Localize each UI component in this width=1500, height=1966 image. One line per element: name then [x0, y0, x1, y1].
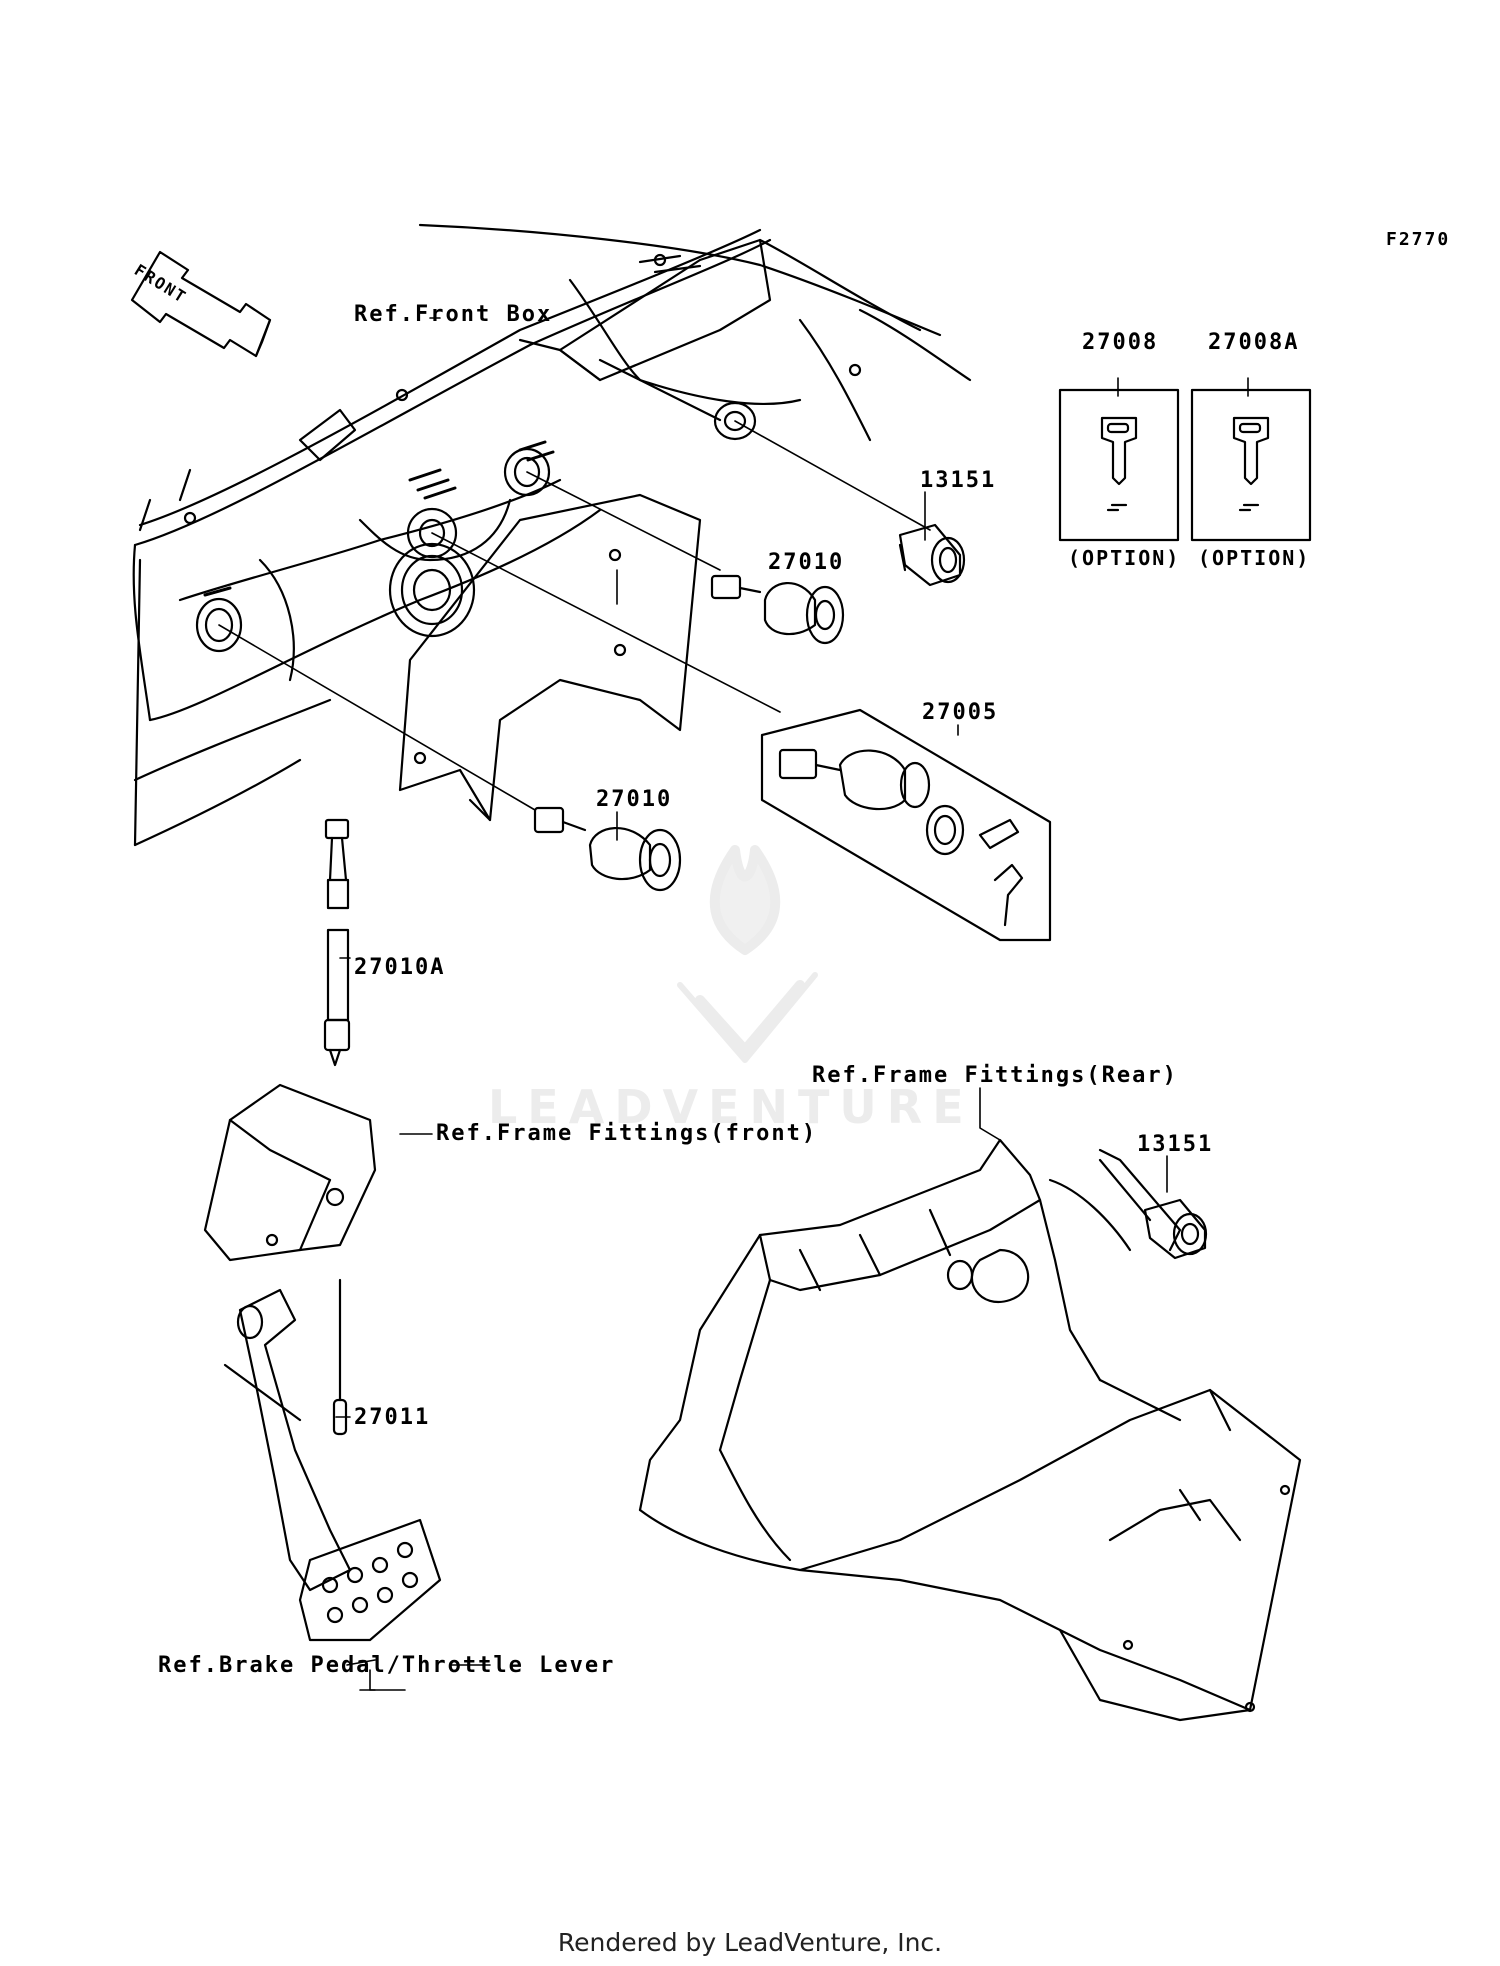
part-27005-label: 27005 — [922, 700, 999, 725]
front-frame-fitting — [203, 1083, 377, 1262]
key-27008A-box — [1190, 388, 1312, 542]
front-direction-arrow — [130, 250, 272, 358]
ignition-27005-assembly — [760, 708, 1052, 942]
switch-27010-lower — [533, 806, 682, 892]
part-27010-lower-label: 27010 — [596, 787, 673, 812]
part-27010-upper-label: 27010 — [768, 550, 845, 575]
figure-code: F2770 — [1386, 229, 1451, 250]
switch-27011 — [332, 1278, 348, 1436]
footer-credit: Rendered by LeadVenture, Inc. — [557, 1928, 943, 1957]
part-27008A-label: 27008A — [1208, 330, 1300, 355]
watermark-text: LEADVENTURE — [488, 1080, 974, 1134]
part-13151-bottom-label: 13151 — [1137, 1132, 1214, 1157]
watermark-logo — [677, 845, 818, 1063]
socket-13151-top — [898, 523, 966, 587]
ref-frame-front-label: Ref.Frame Fittings(front) — [436, 1121, 818, 1146]
part-27010A-label: 27010A — [354, 955, 446, 980]
brake-pedal — [223, 1288, 442, 1642]
rear-frame-fitting — [638, 1138, 1302, 1722]
ref-brake-pedal-label: Ref.Brake Pedal/Throttle Lever — [158, 1653, 616, 1678]
switch-27010-upper — [710, 574, 845, 645]
mounting-plate — [398, 493, 702, 822]
switch-27010A — [323, 818, 351, 1067]
ref-front-box-label: Ref.Front Box — [354, 302, 553, 327]
dashboard-holes — [195, 401, 757, 653]
ref-frame-rear-label: Ref.Frame Fittings(Rear) — [812, 1063, 1178, 1088]
front-box-panel — [132, 223, 972, 847]
socket-13151-bottom — [1098, 1158, 1208, 1260]
leader-lines — [218, 317, 1249, 1691]
part-27008-label: 27008 — [1082, 330, 1159, 355]
option-label-1: (OPTION) — [1068, 546, 1181, 570]
key-27008-box — [1058, 388, 1180, 542]
part-13151-top-label: 13151 — [920, 468, 997, 493]
option-label-2: (OPTION) — [1198, 546, 1311, 570]
part-27011-label: 27011 — [354, 1405, 431, 1430]
